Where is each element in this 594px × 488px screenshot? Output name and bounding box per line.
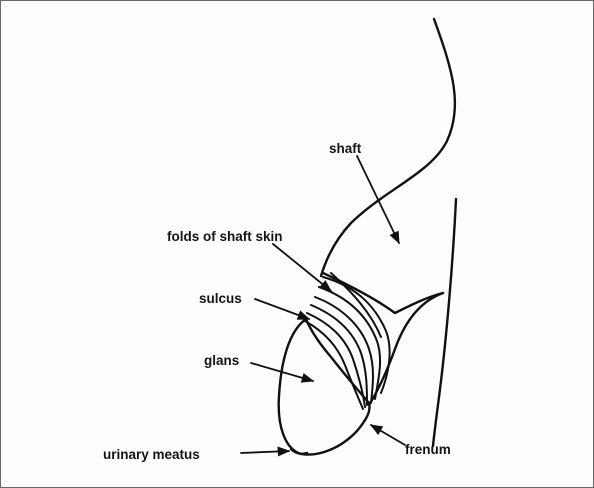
glans-outline [279, 319, 370, 455]
frenum-leader [371, 425, 405, 445]
folds-leader [273, 244, 331, 291]
label-glans: glans [204, 353, 239, 368]
shaft-outline-right [433, 199, 456, 446]
shaft-skin-edge [323, 273, 443, 313]
label-frenum: frenum [405, 442, 451, 457]
shaft-leader [357, 156, 399, 243]
meatus-leader [241, 451, 289, 453]
sulcus-leader [255, 299, 309, 319]
label-sulcus: sulcus [199, 291, 242, 306]
label-shaft: shaft [329, 141, 362, 156]
underside-curve [369, 293, 443, 405]
urinary-meatus-mark [291, 449, 307, 454]
label-urinary-meatus: urinary meatus [103, 447, 200, 462]
label-folds-of-shaft-skin: folds of shaft skin [167, 229, 283, 244]
